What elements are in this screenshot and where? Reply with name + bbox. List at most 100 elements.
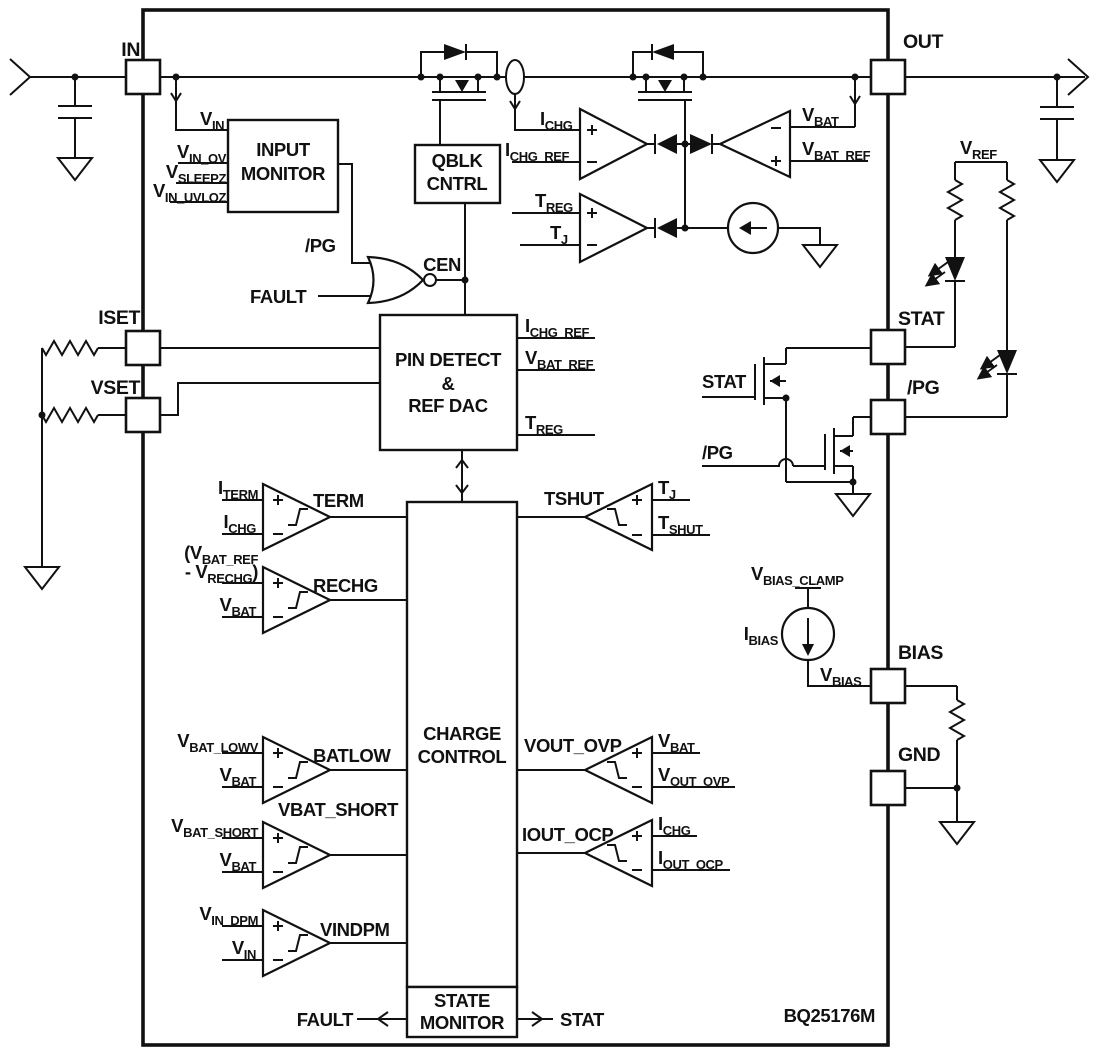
output-arrow-icon: [1067, 58, 1090, 96]
treg-amp-icon: [578, 192, 650, 264]
current-sense-icon: [505, 59, 580, 131]
resistor-icon: [947, 699, 967, 741]
led-icon: [945, 257, 965, 281]
tshut-in-label: TSHUT: [658, 512, 703, 537]
resistor-icon: [945, 179, 965, 221]
charge-control-label-2: CONTROL: [418, 746, 507, 767]
cen-label: CEN: [423, 254, 461, 275]
charge-control-block: [405, 500, 519, 989]
vout-ovp-in-label: VOUT_OVP: [658, 764, 730, 789]
term-comparator: ITERM ICHG TERM: [218, 477, 407, 552]
batlow-name-label: BATLOW: [313, 745, 391, 766]
vout-ovp-name-label: VOUT_OVP: [524, 735, 622, 756]
vsleepz-label: VSLEEPZ: [166, 161, 227, 186]
led-icon: [997, 350, 1017, 374]
state-monitor-label-1: STATE: [434, 990, 490, 1011]
vbat-amp-icon: [717, 109, 792, 179]
charge-control-section: CHARGE CONTROL STATE MONITOR FAULT STAT: [297, 500, 605, 1039]
vindpm-name-label: VINDPM: [320, 919, 390, 940]
rechg-comparator: (VBAT_REF - VRECHG) VBAT RECHG: [184, 542, 407, 635]
hysteresis-icon: [273, 833, 308, 873]
vin-ov-label: VIN_OV: [177, 141, 227, 166]
pin-vset-label: VSET: [91, 377, 141, 399]
blocking-fet-q2: [632, 44, 704, 144]
bidirectional-arrow-icon: [455, 458, 469, 495]
body-diode-icon: [652, 44, 674, 60]
pins: IN OUT ISET VSET STAT /PG BIAS GND: [91, 31, 945, 807]
stat-gate-label: STAT: [702, 371, 747, 392]
rechg-name-label: RECHG: [313, 575, 378, 596]
pin-bias: [869, 667, 907, 705]
ground-icon: [1037, 159, 1077, 184]
iout-ocp-name-label: IOUT_OCP: [522, 824, 613, 845]
pin-detect-label-3: REF DAC: [408, 395, 487, 416]
hysteresis-icon: [607, 831, 642, 871]
vbat-ref-out-label: VBAT_REF: [525, 347, 594, 372]
mosfet-arrow-icon: [658, 80, 672, 92]
inverter-bubble-icon: [423, 273, 437, 287]
vout-ovp-comparator: VOUT_OVP VBAT VOUT_OVP: [517, 730, 735, 805]
hysteresis-icon: [273, 495, 308, 535]
pin-detect-block: [378, 313, 519, 452]
pin-bias-label: BIAS: [898, 642, 943, 664]
resistor-icon: [997, 179, 1017, 221]
hysteresis-icon: [273, 578, 308, 618]
vbat-vbs-label: VBAT: [219, 849, 256, 874]
pin-gnd-label: GND: [898, 744, 940, 766]
pin-vset: [124, 396, 162, 434]
ground-icon: [55, 157, 95, 182]
iterm-label: ITERM: [218, 477, 258, 502]
resistor-icon: [41, 338, 99, 358]
stat-pg-drivers: STAT /PG: [702, 347, 873, 518]
pin-out: [869, 58, 907, 96]
ichg-amp-in-label: ICHG: [540, 108, 573, 133]
iset-vset-network: [22, 338, 380, 591]
vbat-ref-amp-in-label: VBAT_REF: [802, 138, 871, 163]
vin-dpm-label: VIN_DPM: [199, 903, 258, 928]
vbat-lowv-label: VBAT_LOWV: [177, 730, 258, 755]
term-name-label: TERM: [313, 490, 364, 511]
vbat-short-in-label: VBAT_SHORT: [171, 815, 258, 840]
pin-gnd: [869, 769, 907, 807]
pin-pg: [869, 398, 907, 436]
charge-control-label-1: CHARGE: [423, 723, 501, 744]
output-capacitor-icon: [1037, 77, 1077, 184]
resistor-icon: [41, 405, 99, 425]
vbat-rechg-label: VBAT: [219, 594, 256, 619]
ibias-label: IBIAS: [744, 623, 779, 648]
qblk-label-2: CNTRL: [427, 173, 488, 194]
hysteresis-icon: [273, 748, 308, 788]
pin-pg-label: /PG: [907, 377, 939, 399]
ichg-ref-amp-in-label: ICHG_REF: [505, 139, 570, 164]
vbat-short-comparator: VBAT_SHORT VBAT VBAT_SHORT: [171, 799, 407, 890]
input-monitor-block: [226, 118, 340, 214]
pin-detect-label-1: PIN DETECT: [395, 349, 502, 370]
diode-icon: [657, 134, 677, 154]
mosfet-arrow-icon: [840, 445, 850, 457]
vbias-label: VBIAS: [820, 664, 862, 689]
hysteresis-icon: [607, 748, 642, 788]
iout-ocp-comparator: IOUT_OCP ICHG IOUT_OCP: [517, 813, 730, 888]
power-rail: [9, 58, 1090, 96]
bias-network: VBIAS_CLAMP IBIAS VBIAS: [744, 563, 977, 846]
pin-iset: [124, 329, 162, 367]
pg-nor-label: /PG: [305, 235, 336, 256]
ichg-amp-icon: [578, 107, 650, 181]
input-monitor-label-1: INPUT: [256, 139, 311, 160]
pin-stat: [869, 328, 907, 366]
led-indicator-network: VREF: [905, 137, 1017, 418]
tshut-name-label: TSHUT: [544, 488, 605, 509]
body-diode-icon: [444, 44, 466, 60]
rechg-in-label-2: - VRECHG): [185, 561, 258, 586]
qblk-cntrl-block: [413, 143, 502, 205]
state-monitor-label-2: MONITOR: [420, 1012, 504, 1033]
batlow-comparator: VBAT_LOWV VBAT BATLOW: [177, 730, 407, 805]
blocking-fet-q1: [420, 44, 498, 145]
stat-out-label: STAT: [560, 1009, 605, 1030]
input-arrow-icon: [9, 58, 32, 96]
rechg-in-label-1: (VBAT_REF: [184, 542, 258, 567]
hysteresis-icon: [273, 921, 308, 961]
junction-dots: [71, 73, 1061, 81]
pin-in-label: IN: [121, 39, 140, 61]
